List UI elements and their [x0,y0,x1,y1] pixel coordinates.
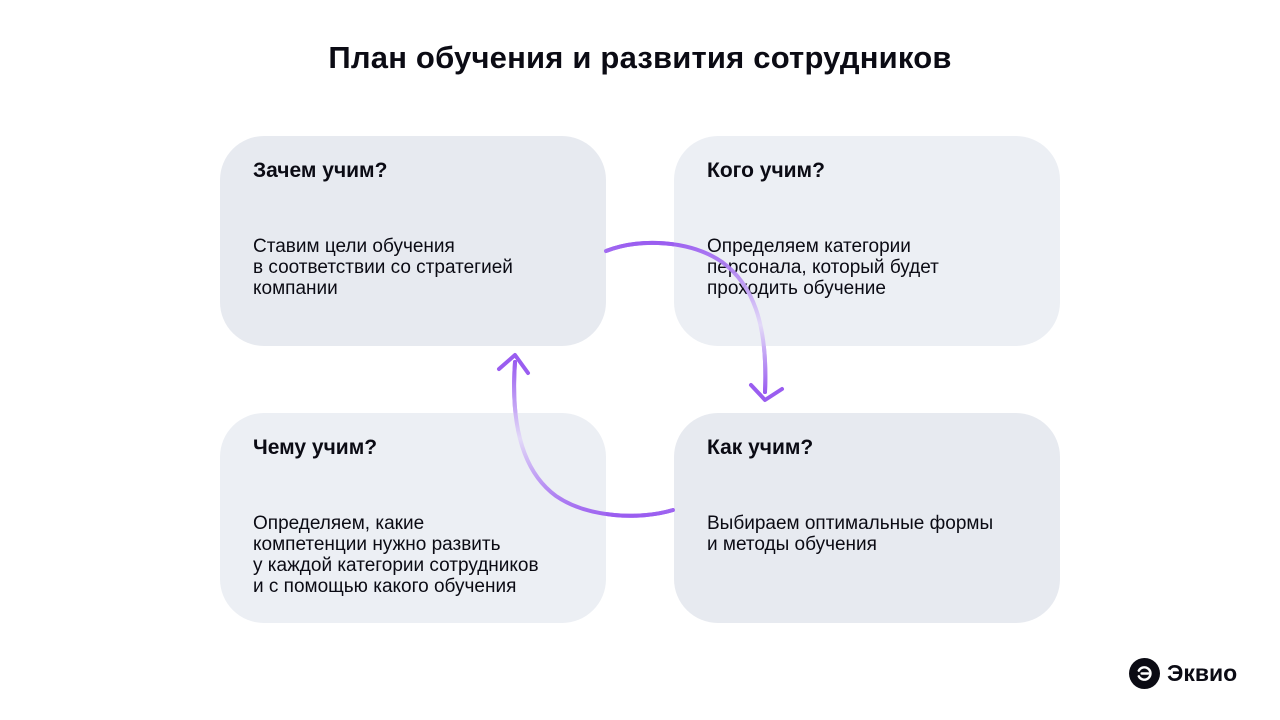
card-what: Чему учим? Определяем, какие компетенции… [220,413,606,623]
card-heading: Чему учим? [253,436,378,459]
card-text: Ставим цели обучения в соответствии со с… [253,236,513,299]
card-heading: Кого учим? [707,159,825,182]
card-how: Как учим? Выбираем оптимальные формы и м… [674,413,1060,623]
card-text: Определяем категории персонала, который … [707,236,939,299]
card-heading: Как учим? [707,436,814,459]
ekvio-logo-icon [1129,657,1160,689]
brand-name: Эквио [1167,659,1238,686]
card-text: Выбираем оптимальные формы и методы обуч… [707,513,994,555]
brand-logo: Эквио [1129,657,1237,689]
card-heading: Зачем учим? [253,159,388,182]
card-why: Зачем учим? Ставим цели обучения в соотв… [220,136,606,346]
card-text: Определяем, какие компетенции нужно разв… [253,513,539,597]
card-who: Кого учим? Определяем категории персонал… [674,136,1060,346]
page-title: План обучения и развития сотрудников [328,40,952,75]
